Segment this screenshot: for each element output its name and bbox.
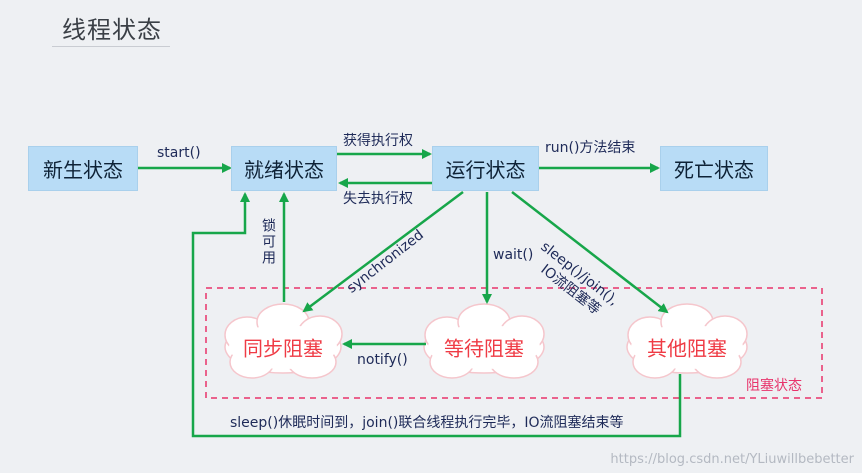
blocked-other-label: 其他阻塞 <box>647 336 727 361</box>
state-new: 新生状态 <box>28 146 138 191</box>
blocked-wait-label: 等待阻塞 <box>444 336 524 361</box>
arrow-synchronized <box>302 190 464 313</box>
label-notify: notify() <box>357 352 408 368</box>
label-wait: wait() <box>493 247 534 263</box>
state-running: 运行状态 <box>432 146 539 191</box>
arrow-sleep-join-io <box>511 191 669 314</box>
state-dead: 死亡状态 <box>660 146 768 191</box>
state-ready: 就绪状态 <box>231 146 337 191</box>
blocked-region-border <box>205 287 823 399</box>
label-bottom-loop: sleep()休眠时间到，join()联合线程执行完毕，IO流阻塞结束等 <box>230 415 624 431</box>
blocked-region-label: 阻塞状态 <box>746 378 802 394</box>
label-start: start() <box>157 145 201 161</box>
label-lose-cpu: 失去执行权 <box>343 191 413 207</box>
arrow-return-loop <box>191 192 682 438</box>
watermark: https://blog.csdn.net/YLiuwillbebetter <box>610 452 854 467</box>
label-run-end: run()方法结束 <box>545 140 636 156</box>
blocked-sync-label: 同步阻塞 <box>243 336 323 361</box>
diagram-title: 线程状态 <box>62 16 162 44</box>
title-underline <box>52 46 170 47</box>
label-get-cpu: 获得执行权 <box>343 133 413 149</box>
label-lock-available: 锁可用 <box>260 218 276 266</box>
